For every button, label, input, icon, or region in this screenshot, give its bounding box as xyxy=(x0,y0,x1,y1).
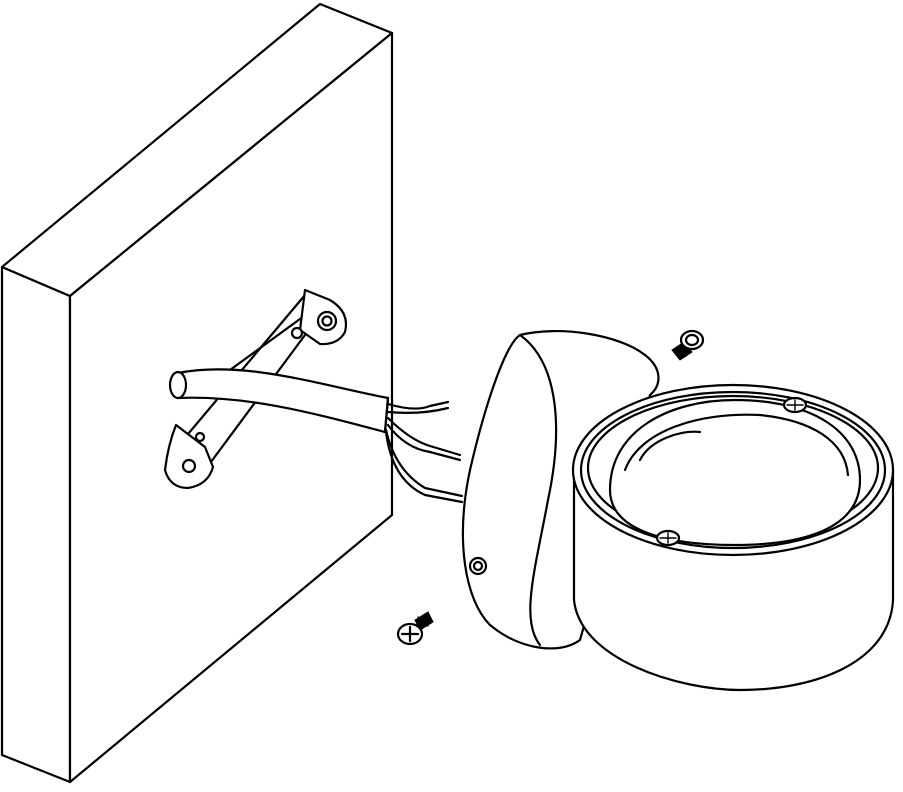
lamp-head xyxy=(571,383,895,692)
rim-screw-top xyxy=(782,396,808,414)
rim-screw-bottom xyxy=(655,529,681,547)
fixing-screw xyxy=(396,611,434,646)
lamp-base-plate xyxy=(461,329,660,650)
power-cable xyxy=(168,368,464,504)
cover-screw xyxy=(671,329,705,361)
